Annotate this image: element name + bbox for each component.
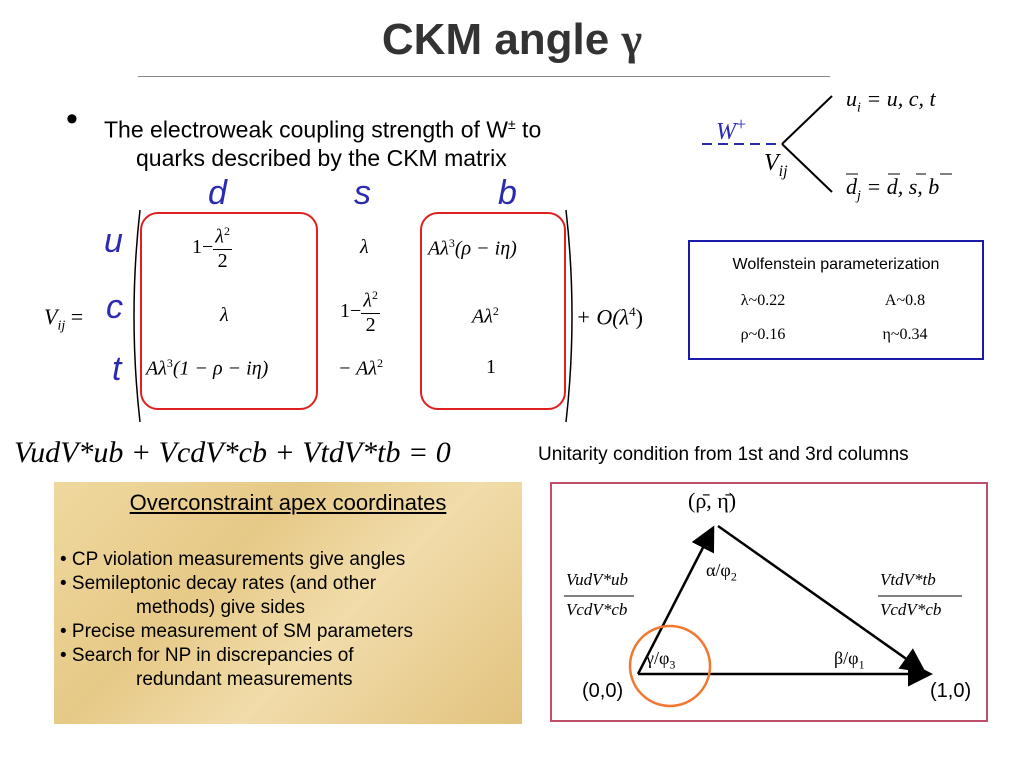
wolf-eta: η~0.34 [882, 326, 928, 343]
w-boson-label: W+ [716, 114, 747, 145]
right-ratio-numerator: VtdV*tb [880, 570, 936, 589]
bullet-line1: The electroweak coupling strength of W [104, 116, 508, 143]
m23: Aλ2 [472, 304, 499, 328]
m13: Aλ3(ρ − iη) [428, 236, 517, 260]
title-text: CKM angle [381, 15, 622, 64]
row-header-u: u [104, 222, 123, 260]
triangle-panel: (ρ̄, η̄) (0,0) (1,0) α/φ2 β/φ1 γ/φ3 VudV… [550, 482, 988, 722]
first-column-box [140, 212, 318, 410]
origin-label: (0,0) [582, 680, 624, 702]
unit-label: (1,0) [930, 680, 972, 702]
unitarity-triangle [564, 524, 962, 708]
third-column-box [420, 212, 566, 410]
matrix-brackets [133, 209, 573, 423]
unitarity-equation: VudV*ub + VcdV*cb + VtdV*tb = 0 [14, 436, 451, 469]
m33: 1 [486, 356, 496, 378]
down-quarks-label: dj = d, s, b [846, 174, 940, 204]
list-item: • Precise measurement of SM parameters [60, 621, 414, 642]
m31: Aλ3(1 − ρ − iη) [146, 356, 269, 380]
order-term: + O(λ4) [576, 304, 643, 330]
alpha-label: α/φ2 [706, 560, 737, 584]
row-header-t: t [112, 350, 122, 388]
gamma-label: γ/φ3 [646, 648, 676, 672]
bullet-text: The electroweak coupling strength of W± … [104, 110, 644, 172]
gamma-highlight-circle [628, 624, 712, 708]
wolfenstein-title: Wolfenstein parameterization [732, 256, 940, 273]
right-bracket [565, 209, 573, 423]
list-item: • Semileptonic decay rates (and other [60, 573, 377, 594]
beta-label: β/φ1 [834, 648, 865, 672]
col-header-d: d [208, 174, 227, 212]
m21: λ [220, 304, 229, 326]
m12: λ [360, 236, 369, 258]
vij-label: Vij [764, 150, 788, 180]
left-ratio-denominator: VcdV*cb [566, 600, 628, 619]
slide-title: CKM angle γ [0, 14, 1024, 65]
title-divider [138, 76, 830, 77]
left-ratio-numerator: VudV*ub [566, 570, 629, 589]
list-item: redundant measurements [136, 669, 353, 690]
m32: − Aλ2 [338, 356, 384, 380]
right-side-arrow [717, 524, 927, 673]
col-header-b: b [498, 174, 517, 212]
right-ratio-denominator: VcdV*cb [880, 600, 942, 619]
vertex-diagram [702, 95, 952, 193]
title-gamma: γ [621, 15, 643, 64]
bullet-w-sup: ± [507, 116, 516, 132]
matrix-lhs: Vij = [44, 304, 84, 334]
down-quark-line [781, 143, 833, 193]
list-item: • Search for NP in discrepancies of [60, 645, 354, 666]
wolf-lambda: λ~0.22 [740, 292, 786, 309]
overconstraint-panel: Overconstraint apex coordinates • CP vio… [54, 482, 522, 724]
col-header-s: s [354, 174, 371, 212]
left-side-arrow [636, 525, 715, 675]
wolf-A: A~0.8 [884, 292, 926, 309]
apex-label: (ρ̄, η̄) [688, 488, 737, 513]
overconstraint-title: Overconstraint apex coordinates [129, 490, 447, 515]
overconstraint-list: • CP violation measurements give angles … [60, 548, 520, 692]
bullet-line1-end: to [515, 116, 542, 143]
unitarity-caption: Unitarity condition from 1st and 3rd col… [538, 444, 909, 465]
up-quarks-label: ui = u, c, t [846, 86, 936, 116]
wolf-rho: ρ~0.16 [740, 326, 786, 343]
bullet-line2: quarks described by the CKM matrix [136, 144, 507, 171]
left-bracket [133, 209, 141, 423]
bullet-dot-icon: • [66, 100, 78, 138]
row-header-c: c [106, 288, 123, 326]
wolfenstein-box: Wolfenstein parameterization λ~0.22 A~0.… [688, 240, 984, 360]
list-item: methods) give sides [136, 597, 305, 618]
up-quark-line [781, 95, 833, 145]
list-item: • CP violation measurements give angles [60, 549, 406, 570]
